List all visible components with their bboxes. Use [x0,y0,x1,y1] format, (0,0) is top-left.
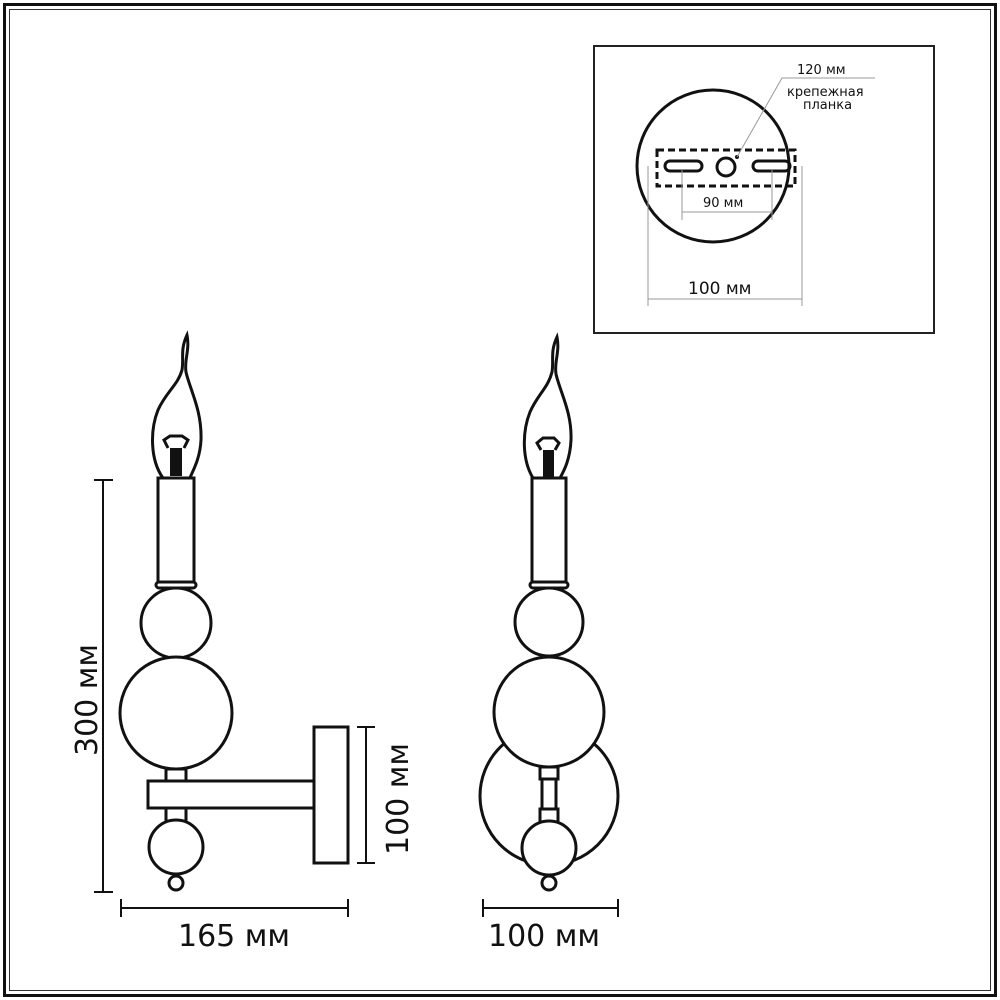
mounting-plate-detail: 120 мм крепежная планка 90 мм 100 мм [635,63,875,306]
front-view: 100 мм [478,332,620,954]
hole-spacing-label: 90 мм [703,196,743,211]
base-circle [635,88,791,244]
top-ball [139,586,213,660]
plate-leader-line [736,77,875,158]
bottom-ball [147,818,205,876]
candle-sleeve-front [530,476,568,584]
base-diameter-label: 100 мм [688,279,752,299]
bottom-ball-front [520,819,578,877]
depth-label: 165 мм [178,919,290,954]
drawing-frame [3,3,997,997]
mounting-plate-dashed [655,148,797,188]
width-label: 100 мм [488,919,600,954]
wall-plate-label: 100 мм [381,743,416,855]
plate-caption-line2: планка [803,98,852,113]
bottom-finial [167,874,185,892]
wall-arm [146,779,316,810]
right-slot [751,159,792,173]
candle-sleeve [156,476,196,584]
middle-ball-front [492,655,606,769]
side-view: 300 мм 100 мм 165 мм [70,330,416,954]
bottom-finial-front [540,874,558,892]
candle-bulb-icon [151,330,203,479]
drawing-inner-frame [9,9,991,991]
height-label: 300 мм [70,644,105,756]
left-slot [663,159,704,173]
wall-plate [312,725,350,865]
plate-caption-line1: крепежная [787,85,864,100]
center-hole [715,156,737,178]
plate-length-label: 120 мм [797,63,846,78]
top-ball-front [513,586,585,658]
mounting-plate-detail-box [593,45,935,334]
middle-ball [118,655,234,771]
candle-bulb-icon-front [522,332,573,479]
